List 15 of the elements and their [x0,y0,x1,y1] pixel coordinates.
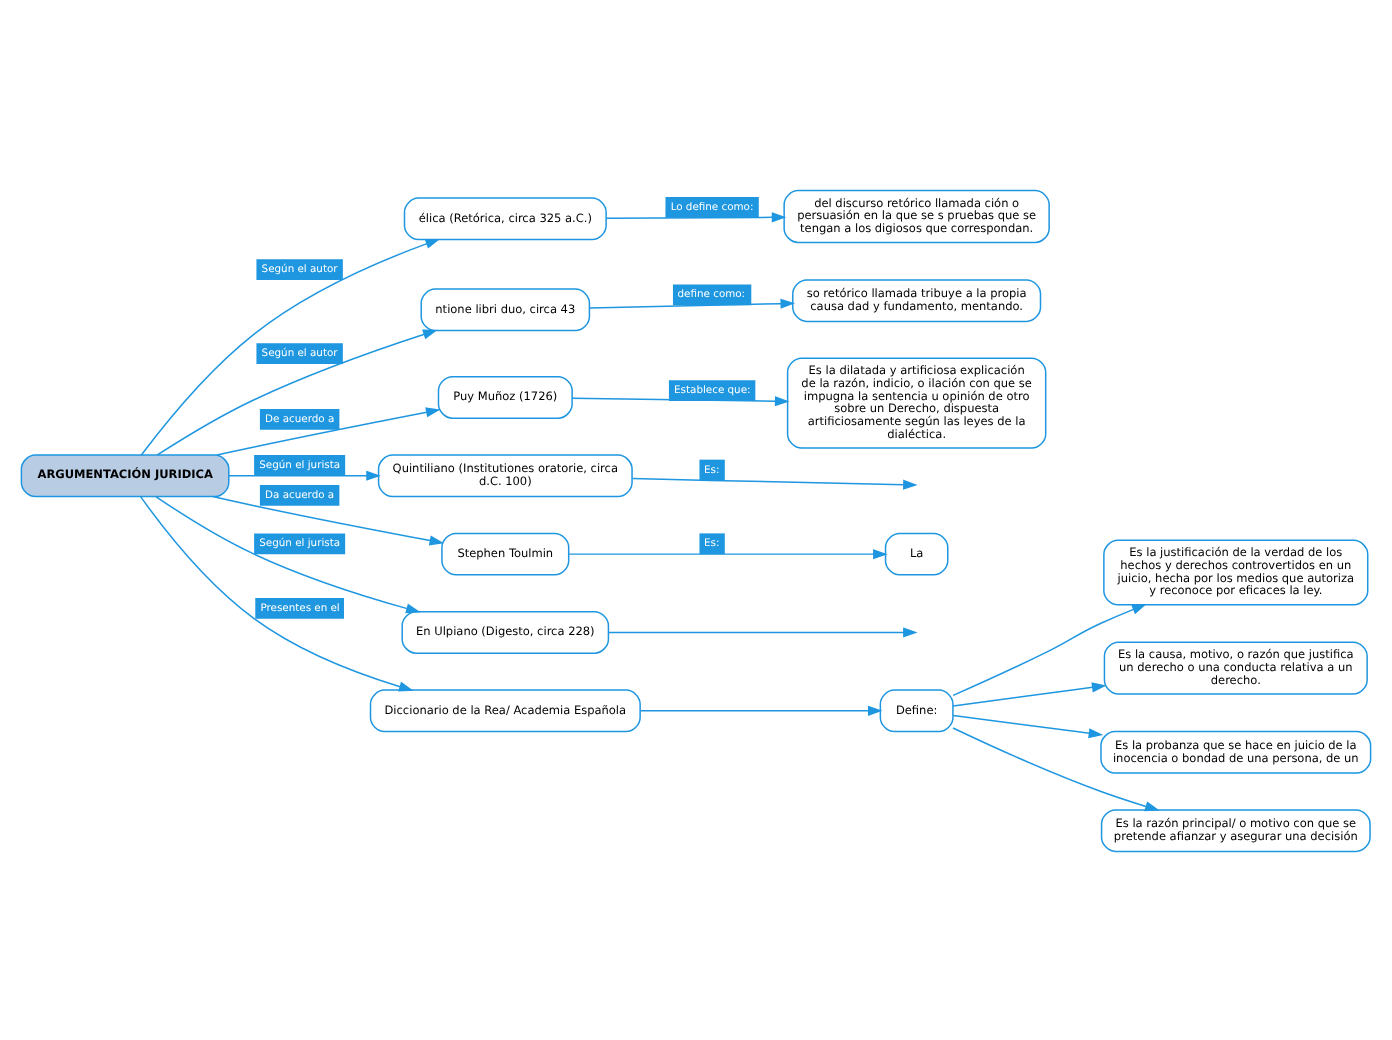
arrow [140,237,440,455]
arrow [139,494,414,691]
arrow [631,476,918,489]
arrow [952,681,1107,706]
arrow [589,297,796,308]
arrow [952,603,1147,696]
arrow [639,704,883,715]
arrow [212,494,445,545]
arrow [952,726,1160,811]
arrow [155,495,421,613]
arrow [568,548,888,559]
arrow [156,328,438,455]
arrow [952,713,1104,738]
arrow [228,469,381,480]
arrow [607,626,918,637]
